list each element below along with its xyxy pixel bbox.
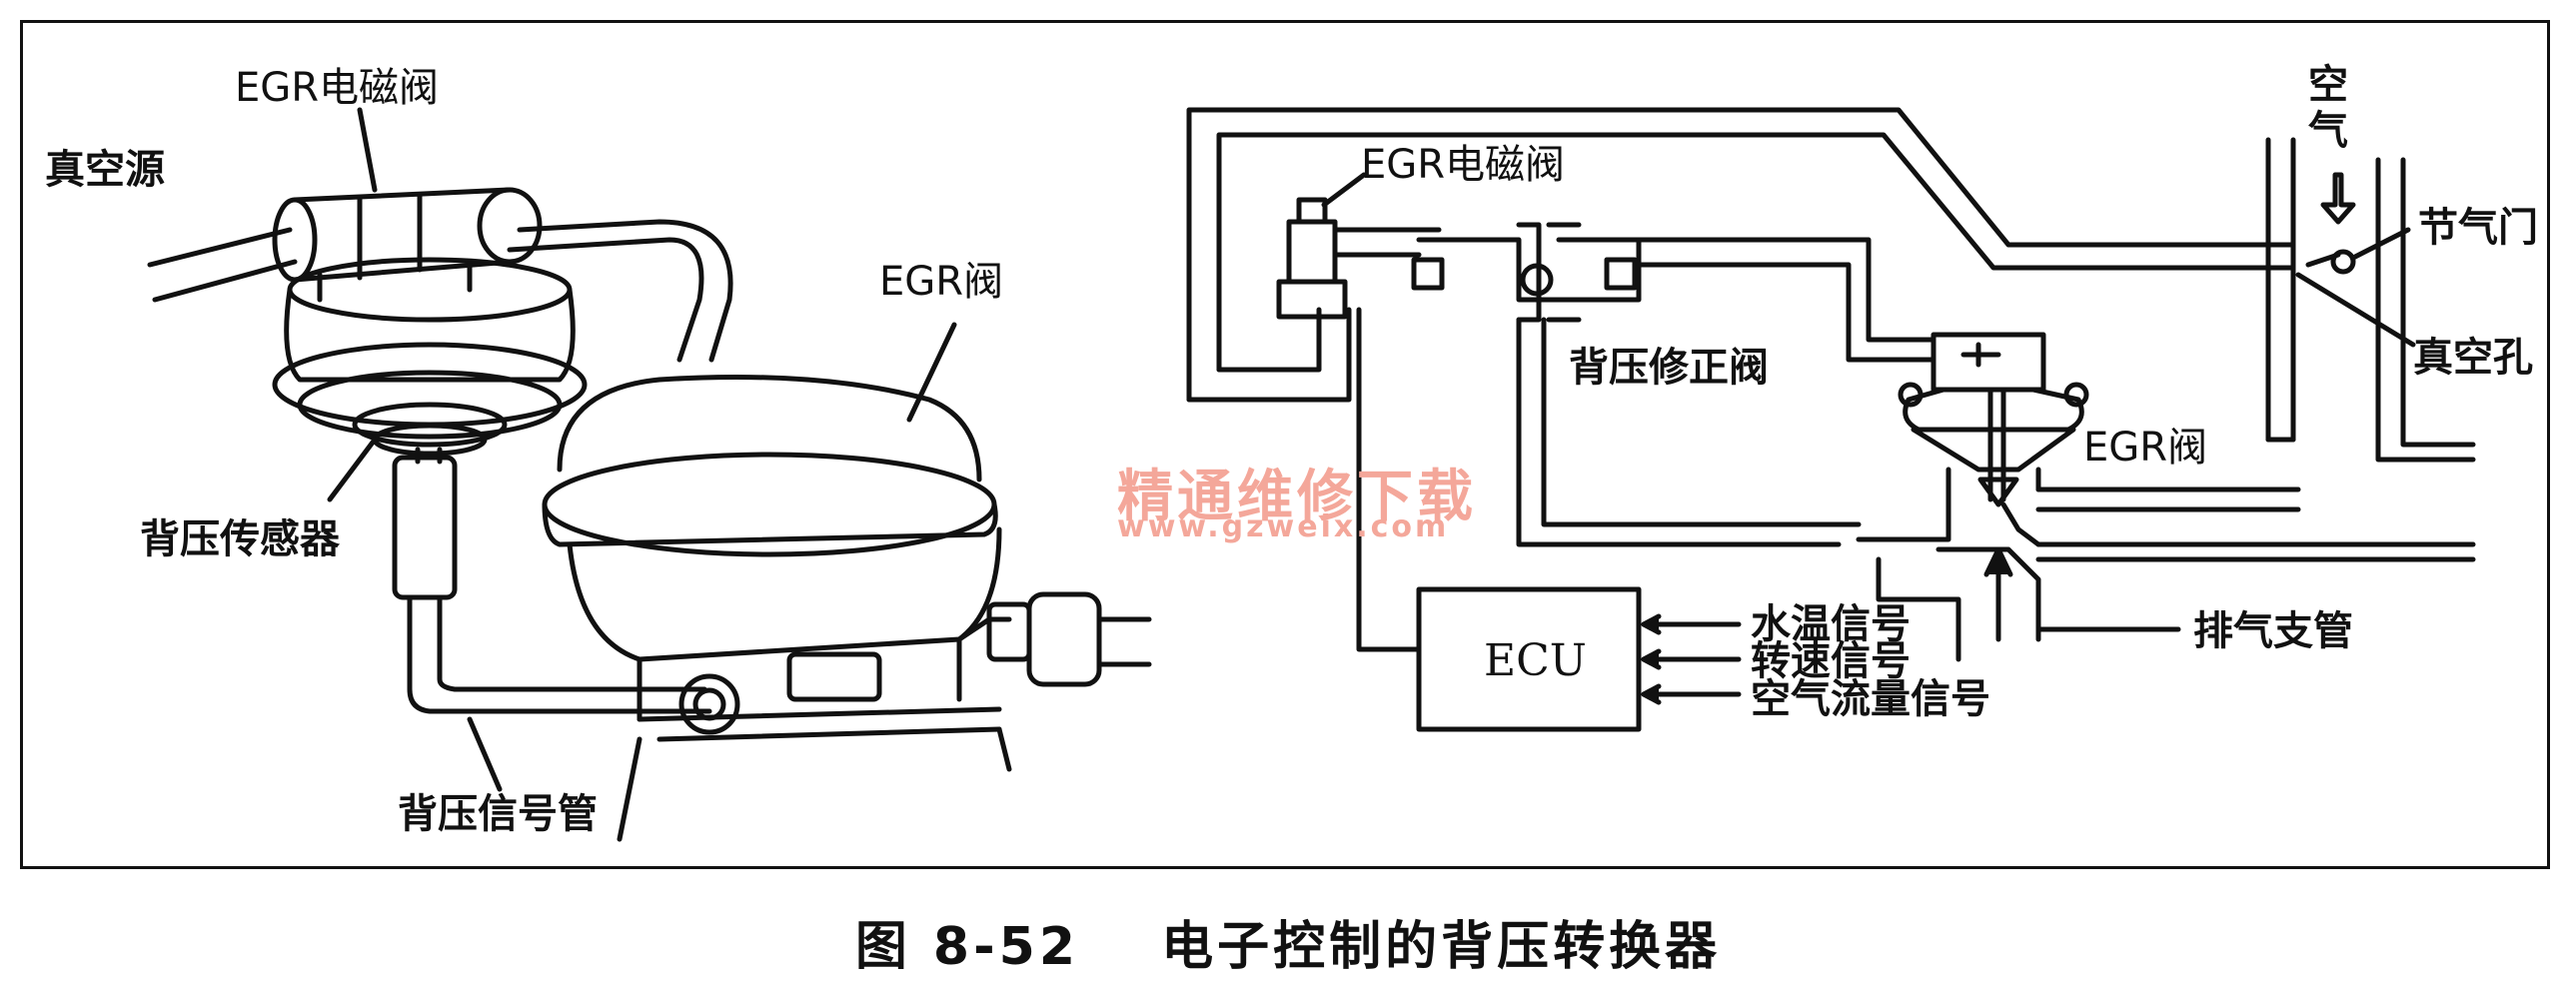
caption-number: 图 8-52 [854, 917, 1080, 977]
figure-frame [20, 20, 2550, 869]
label-vacuum-port: 真空孔 [2413, 335, 2533, 381]
label-backpressure-signal-tube: 背压信号管 [398, 791, 598, 837]
label-egr-solenoid-left: EGR电磁阀 [235, 65, 440, 111]
label-backpressure-correction-valve: 背压修正阀 [1569, 345, 1769, 391]
watermark-text: 精通维修下载 [1117, 465, 1477, 529]
label-egr-valve-left: EGR阀 [879, 259, 1004, 305]
label-water-temp-signal: 水温信号 [1751, 601, 1911, 647]
label-egr-valve-right: EGR阀 [2083, 425, 2208, 471]
label-exhaust-manifold: 排气支管 [2193, 608, 2353, 654]
label-air-flow-signal: 空气流量信号 [1751, 676, 1990, 722]
left-illustration [147, 107, 1152, 842]
label-air: 空气 [2308, 62, 2348, 154]
label-backpressure-sensor: 背压传感器 [140, 516, 340, 562]
label-throttle: 节气门 [2418, 205, 2538, 251]
label-ecu: ECU [1484, 635, 1587, 686]
caption-title: 电子控制的背压转换器 [1161, 917, 1722, 977]
right-schematic [1186, 107, 2476, 732]
label-vacuum-source: 真空源 [45, 147, 165, 193]
label-egr-solenoid-right: EGR电磁阀 [1361, 142, 1566, 188]
label-speed-signal: 转速信号 [1751, 638, 1911, 684]
figure-caption: 图 8-52 电子控制的背压转换器 [0, 904, 2576, 979]
watermark-url: www.gzweix.com [1117, 509, 1450, 544]
